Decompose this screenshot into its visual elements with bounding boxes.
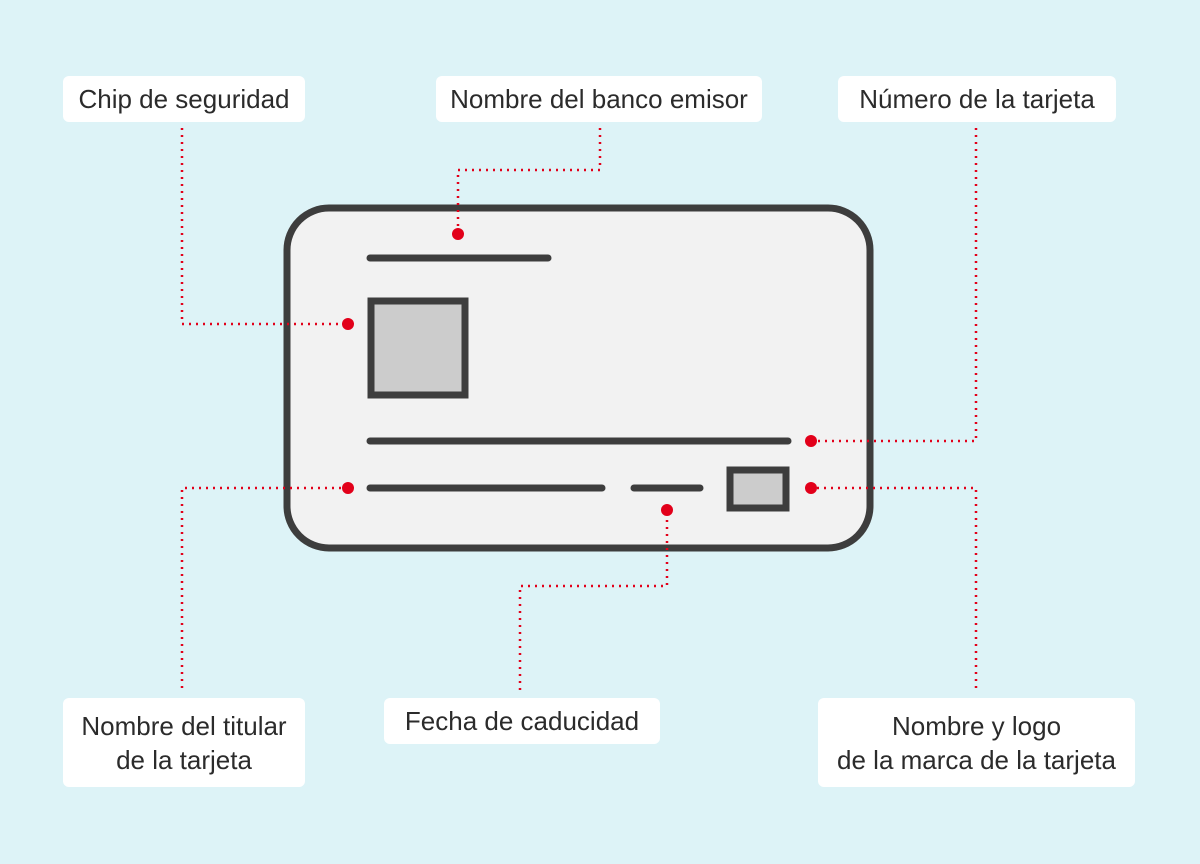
label-brand-line2: de la marca de la tarjeta xyxy=(837,744,1116,775)
label-number: Número de la tarjeta xyxy=(838,76,1116,122)
label-expiry-text: Fecha de caducidad xyxy=(404,706,640,736)
label-expiry: Fecha de caducidad xyxy=(384,698,660,744)
card-body xyxy=(283,204,874,552)
label-chip-text: Chip de seguridad xyxy=(78,84,290,114)
bank-dot xyxy=(452,228,464,240)
expiry-leader xyxy=(518,510,669,690)
security-chip xyxy=(367,297,469,399)
bank-leader xyxy=(456,128,602,234)
brand-dot xyxy=(805,482,817,494)
holder-dot xyxy=(342,482,354,494)
label-holder-line2: de la tarjeta xyxy=(116,744,252,775)
leader-dots xyxy=(342,228,817,516)
chip-dot xyxy=(342,318,354,330)
label-chip: Chip de seguridad xyxy=(63,76,305,122)
label-number-text: Número de la tarjeta xyxy=(859,84,1095,114)
label-holder: Nombre del titular de la tarjeta xyxy=(63,698,305,787)
leader-lines xyxy=(180,128,978,690)
label-holder-line1: Nombre del titular xyxy=(81,710,287,741)
chip-leader xyxy=(180,128,348,326)
label-brand: Nombre y logo de la marca de la tarjeta xyxy=(818,698,1135,787)
number-dot xyxy=(805,435,817,447)
brand-logo xyxy=(726,466,790,512)
label-bank: Nombre del banco emisor xyxy=(436,76,762,122)
brand-leader xyxy=(811,486,978,688)
expiry-dot xyxy=(661,504,673,516)
label-brand-line1: Nombre y logo xyxy=(891,710,1062,741)
label-bank-text: Nombre del banco emisor xyxy=(450,84,748,114)
